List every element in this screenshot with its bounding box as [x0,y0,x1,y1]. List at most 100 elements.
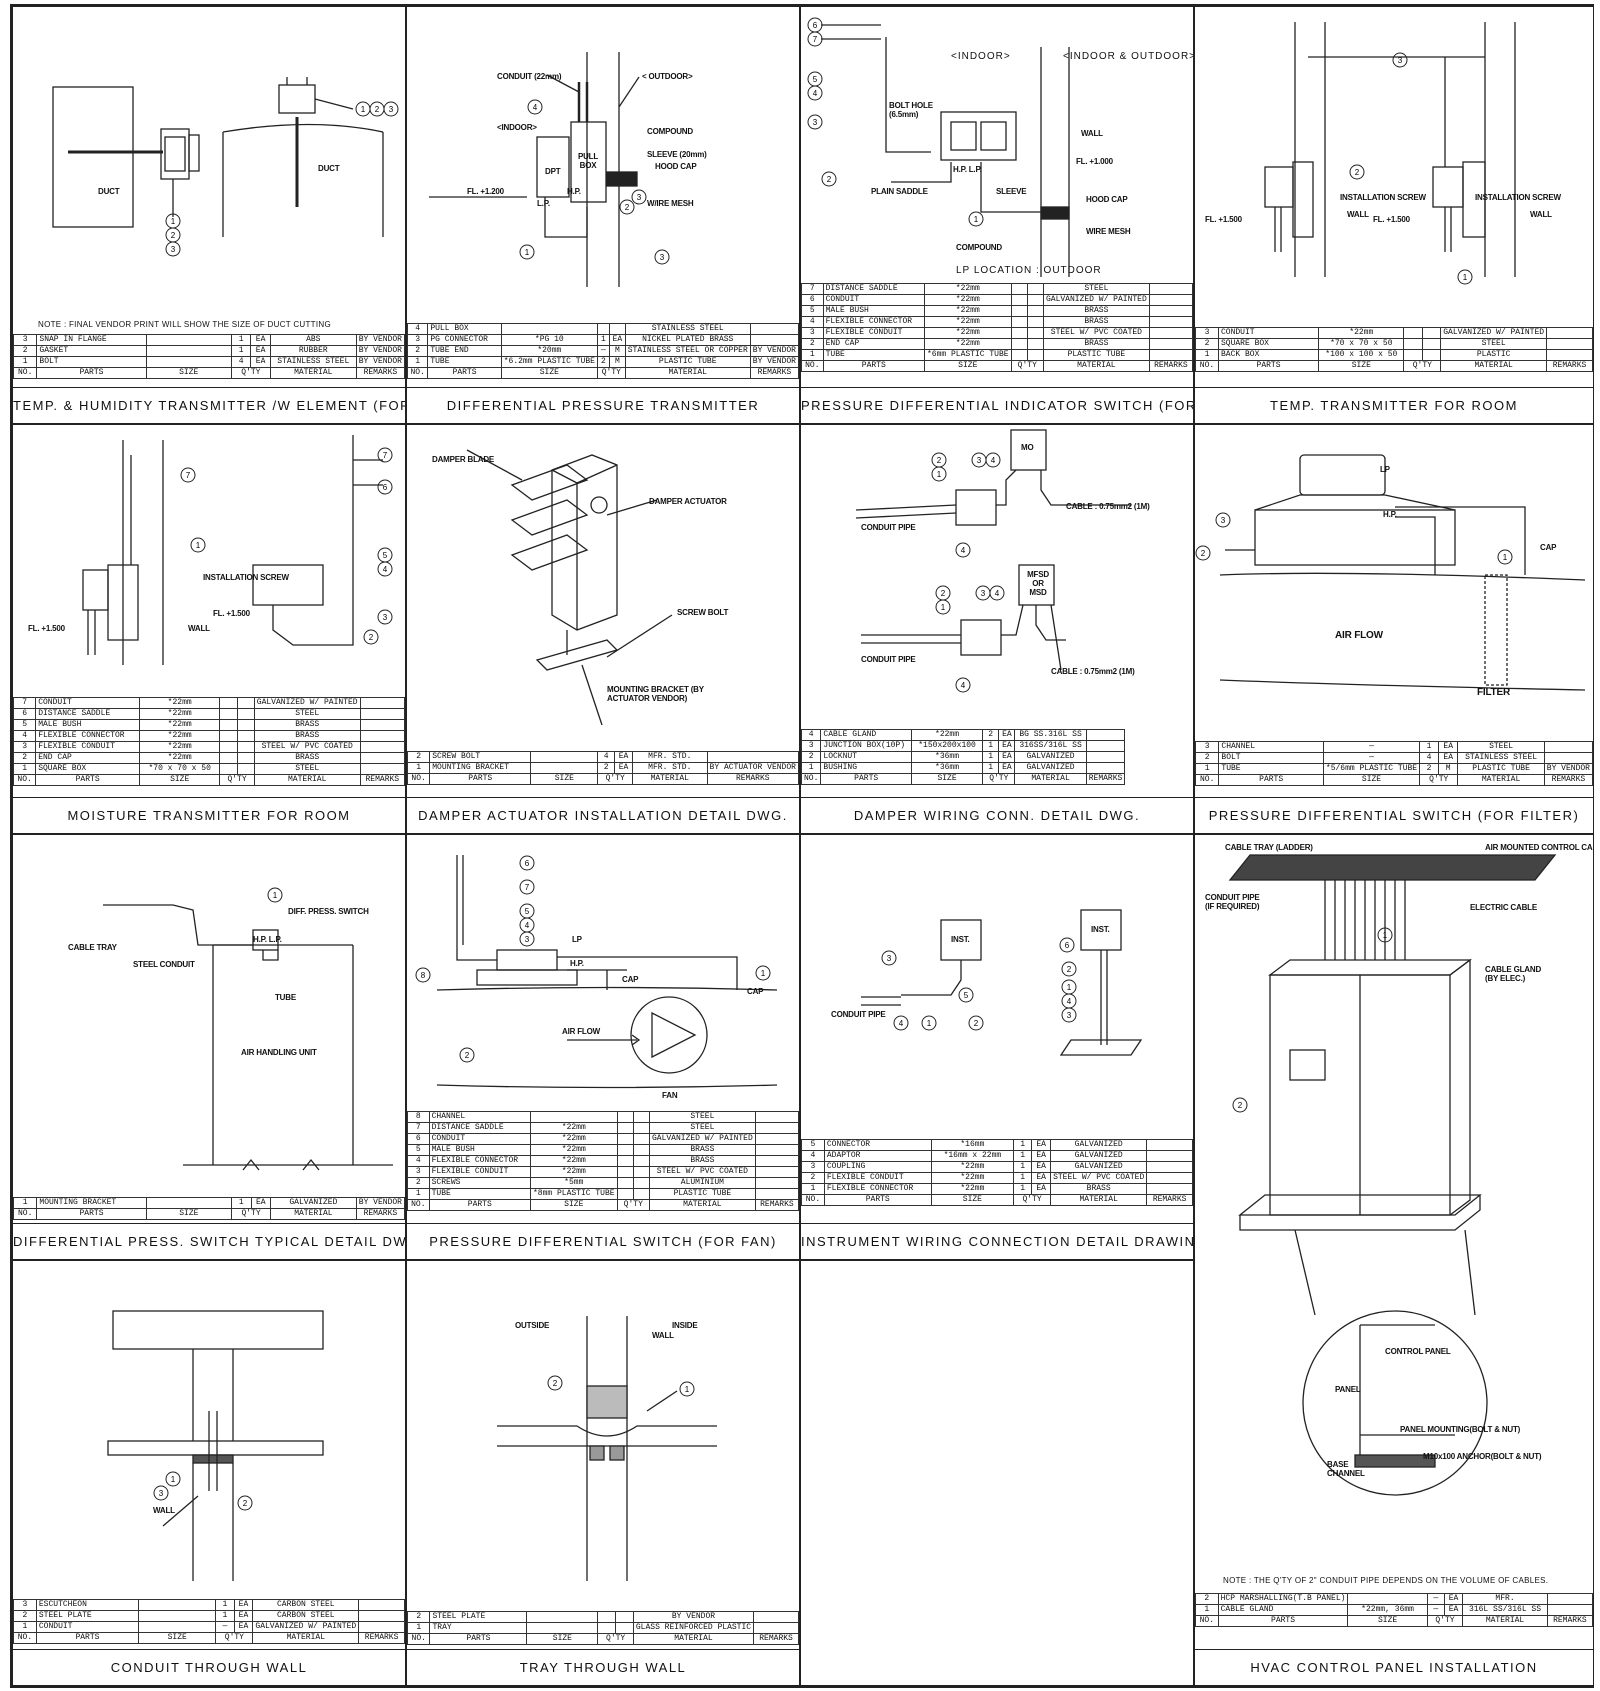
column-header-parts: PARTS [429,773,532,785]
svg-text:2: 2 [937,456,942,465]
table-cell: TUBE [427,356,502,368]
table-cell: 316L SS/316L SS [1462,1604,1548,1616]
svg-text:6: 6 [813,21,818,30]
pull-box-label: PULL BOX [577,152,599,170]
table-cell: FLEXIBLE CONDUIT [428,1166,531,1178]
svg-text:4: 4 [995,589,1000,598]
svg-text:7: 7 [383,451,388,460]
table-cell: STEEL PLATE [35,1610,140,1622]
table-cell: STEEL [253,763,361,775]
table-cell: GALVANIZED [1050,1161,1148,1173]
svg-text:3: 3 [981,589,986,598]
table-cell [597,1611,617,1623]
lp-label: LP [572,935,582,944]
table-cell: STEEL [1457,741,1545,753]
table-cell: STEEL [1440,338,1548,350]
table-cell: STAINLESS STEEL [269,356,357,368]
table-cell: 1 [982,740,1000,752]
svg-text:3: 3 [637,193,642,202]
table-cell: EA [998,729,1016,741]
wall-label: WALL [188,624,210,633]
table-cell [500,323,598,335]
air-flow-label: AIR FLOW [562,1027,600,1036]
table-cell: BY VENDOR [355,1197,405,1209]
table-cell: STEEL W/ PVC COATED [648,1166,756,1178]
table-cell [236,741,255,753]
table-cell: BOLT [36,356,147,368]
table-cell: *22mm [139,752,221,764]
table-cell: JUNCTION BOX(10P) [820,740,912,752]
column-header-remarks: REMARKS [706,773,799,785]
table-cell [754,1111,799,1123]
table-cell: MALE BUSH [35,719,141,731]
table-cell: FLEXIBLE CONDUIT [823,1172,932,1184]
column-header-no: NO. [1195,774,1220,786]
svg-text:1: 1 [1067,983,1072,992]
installation-screw-label: INSTALLATION SCREW [203,573,289,582]
conduit-label: CONDUIT (22mm) [497,72,562,81]
table-cell [608,323,626,335]
svg-text:3: 3 [1398,56,1403,65]
column-header-material: MATERIAL [1440,360,1548,372]
table-cell: 1 [230,334,252,346]
table-cell: GASKET [36,345,147,357]
table-cell: 2 [596,356,610,368]
table-cell: 1 [215,1610,235,1622]
panel-mounting-label: PANEL MOUNTING(BOLT & NUT) [1400,1425,1521,1434]
table-cell: GALVANIZED [270,1197,357,1209]
column-header-parts: PARTS [35,1632,140,1644]
table-cell: *22mm [930,1172,1015,1184]
table-cell: FLEXIBLE CONDUIT [822,327,925,339]
table-cell: TUBE [428,1188,531,1200]
table-cell [138,1621,217,1633]
table-cell: BRASS [648,1155,756,1167]
svg-text:6: 6 [383,483,388,492]
table-cell: 1 [982,751,1000,763]
table-cell [138,1599,217,1611]
table-cell: STEEL [1042,283,1150,295]
table-cell: *70 x 70 x 50 [1318,338,1405,350]
table-cell [1546,349,1593,361]
table-cell: PLASTIC TUBE [648,1188,756,1200]
table-cell [1421,349,1442,361]
table-cell: TUBE END [427,345,502,357]
table-cell [219,763,238,775]
screw-bolt-label: SCREW BOLT [677,608,729,617]
panel-title: INSTRUMENT WIRING CONNECTION DETAIL DRAW… [801,1223,1193,1259]
damper-actuator-label: DAMPER ACTUATOR [649,497,727,506]
table-cell: EA [233,1599,254,1611]
table-cell: LOCKNUT [820,751,912,763]
table-cell [219,697,238,709]
table-cell [145,334,232,346]
table-cell [1146,1150,1193,1162]
svg-text:3: 3 [813,118,818,127]
panel-empty [800,1260,1194,1686]
column-header-parts: PARTS [36,367,147,379]
table-cell: GALVANIZED W/ PAINTED [252,1621,360,1633]
table-cell: 1 [801,1183,825,1195]
outdoor-label: < OUTDOOR> [642,72,693,81]
panel-label: PANEL [1335,1385,1361,1394]
air-mounted-cable-label: AIR MOUNTED CONTROL CABLE [1485,843,1593,852]
table-cell: GALVANIZED W/ PAINTED [648,1133,756,1145]
table-cell: BRASS [1042,338,1150,350]
table-cell: 1 [230,345,252,357]
table-cell [1148,338,1193,350]
table-cell: CABLE GLAND [820,729,912,741]
electric-cable-label: ELECTRIC CABLE [1470,903,1537,912]
table-cell: 1 [215,1599,235,1611]
table-cell: EA [998,762,1016,774]
table-cell [632,1122,650,1134]
table-cell: — [1426,1593,1445,1605]
table-cell: BACK BOX [1217,349,1320,361]
table-cell: SNAP IN FLANGE [36,334,147,346]
table-cell: MFR. STD. [632,762,708,774]
